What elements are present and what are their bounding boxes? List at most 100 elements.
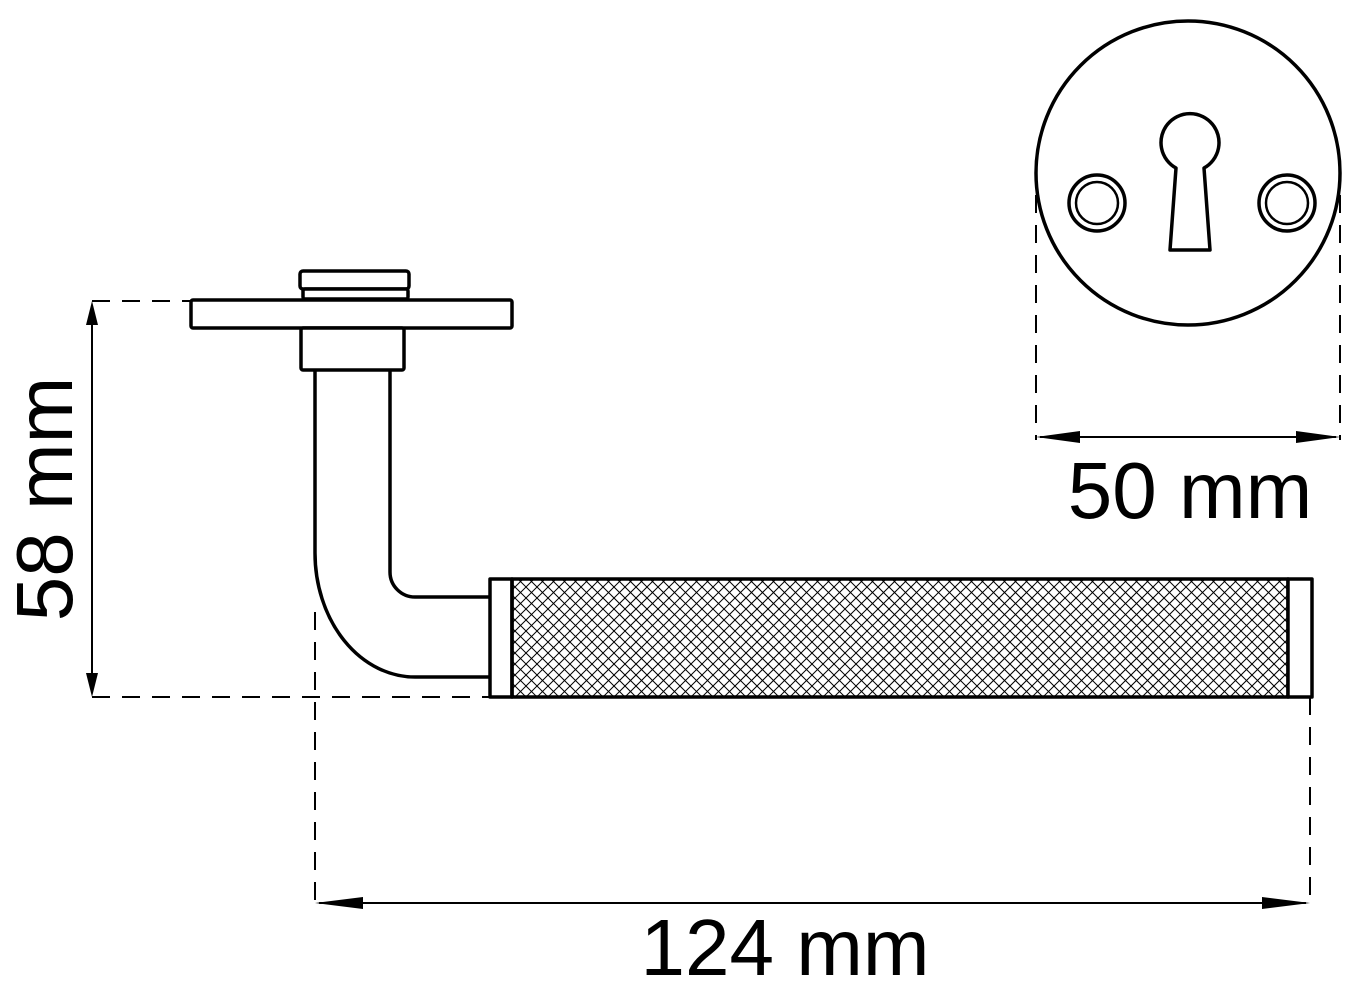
knurl-line bbox=[847, 578, 967, 698]
knurl-line bbox=[1196, 605, 1289, 698]
knurl-line bbox=[1152, 578, 1272, 698]
knurl-line bbox=[580, 578, 700, 698]
knurl-line bbox=[539, 578, 659, 698]
knurl-line bbox=[957, 578, 1077, 698]
knurl-line bbox=[547, 578, 667, 698]
handle-right-cap bbox=[1286, 577, 1314, 699]
knurl-line bbox=[715, 578, 835, 698]
knurl-line bbox=[888, 578, 1008, 698]
knurl-line bbox=[1218, 627, 1289, 698]
spindle-ring bbox=[301, 287, 410, 301]
spindle-cap bbox=[298, 269, 411, 291]
knurl-line bbox=[624, 578, 744, 698]
knurl-line bbox=[1221, 578, 1289, 646]
knurl-line bbox=[511, 578, 623, 690]
stem-outer bbox=[313, 370, 490, 679]
height-dimension: 58 mm bbox=[0, 300, 490, 698]
knurl-line bbox=[660, 578, 780, 698]
knurl-line bbox=[704, 578, 824, 698]
knurl-line bbox=[954, 578, 1074, 698]
knurl-line bbox=[511, 660, 549, 698]
knurl-line bbox=[1086, 578, 1206, 698]
knurl-line bbox=[679, 578, 799, 698]
knurl-line bbox=[836, 578, 956, 698]
knurl-line bbox=[657, 578, 777, 698]
screw-hole-left bbox=[1067, 173, 1127, 233]
knurl-line bbox=[511, 578, 601, 668]
knurl-line bbox=[1001, 578, 1121, 698]
knurl-line bbox=[1130, 578, 1250, 698]
knurl-line bbox=[1056, 578, 1176, 698]
knurl-line bbox=[613, 578, 733, 698]
knurl-line bbox=[511, 578, 535, 602]
knurl-line bbox=[1163, 578, 1283, 698]
knurl-line bbox=[789, 578, 909, 698]
knurl-line bbox=[811, 578, 931, 698]
knurl-line bbox=[1265, 578, 1289, 602]
knurl-line bbox=[511, 649, 560, 698]
knurl-line bbox=[569, 578, 689, 698]
knurl-line bbox=[671, 578, 791, 698]
knurl-line bbox=[528, 578, 648, 698]
length-dimension: 124 mm bbox=[314, 612, 1311, 992]
knurl-line bbox=[511, 578, 590, 657]
knurl-line bbox=[511, 578, 546, 613]
knurl-line bbox=[1229, 638, 1289, 698]
knurl-line bbox=[511, 682, 527, 698]
knurl-line bbox=[792, 578, 912, 698]
knurl-line bbox=[767, 578, 887, 698]
knurl-line bbox=[987, 578, 1107, 698]
knurl-line bbox=[1177, 578, 1289, 690]
knurl-line bbox=[965, 578, 1085, 698]
knurl-line bbox=[1254, 578, 1289, 613]
keyhole bbox=[1159, 111, 1221, 252]
knurl-line bbox=[1067, 578, 1187, 698]
knurl-line bbox=[668, 578, 788, 698]
arrow-head-left bbox=[315, 897, 363, 909]
knurl-line bbox=[1262, 671, 1289, 698]
knurl-line bbox=[1240, 649, 1289, 698]
knurl-line bbox=[734, 578, 854, 698]
knurl-line bbox=[1009, 578, 1129, 698]
knurl-line bbox=[822, 578, 942, 698]
knurl-line bbox=[511, 578, 568, 635]
knurl-line bbox=[1111, 578, 1231, 698]
knurl-line bbox=[511, 638, 571, 698]
knurl-line bbox=[511, 627, 582, 698]
knurl-line bbox=[745, 578, 865, 698]
knurl-line bbox=[737, 578, 857, 698]
knurl-line bbox=[712, 578, 832, 698]
knurl-line bbox=[1199, 578, 1289, 668]
knurl-line bbox=[858, 578, 978, 698]
arrow-head-left bbox=[1036, 431, 1080, 443]
rose-plate bbox=[189, 298, 514, 330]
knurl-line bbox=[1174, 583, 1289, 698]
knurl-line bbox=[558, 578, 678, 698]
knurl-line bbox=[682, 578, 802, 698]
knurl-line bbox=[1042, 578, 1162, 698]
knurl-line bbox=[627, 578, 747, 698]
knurl-line bbox=[1155, 578, 1275, 698]
arrow-head-up bbox=[86, 301, 98, 325]
knurl-line bbox=[1207, 616, 1289, 698]
knurl-line bbox=[511, 605, 604, 698]
knurl-line bbox=[877, 578, 997, 698]
knurl-line bbox=[913, 578, 1033, 698]
knurl-line bbox=[921, 578, 1041, 698]
knurl-line bbox=[1210, 578, 1289, 657]
knurl-line bbox=[891, 578, 1011, 698]
knurl-line bbox=[1053, 578, 1173, 698]
knurl-line bbox=[1034, 578, 1154, 698]
length-label: 124 mm bbox=[641, 903, 930, 992]
knurl-line bbox=[1020, 578, 1140, 698]
knurl-line bbox=[591, 578, 711, 698]
knurl-line bbox=[1232, 578, 1289, 635]
knurl-line bbox=[748, 578, 868, 698]
knurl-line bbox=[1185, 594, 1289, 698]
knurl-line bbox=[1243, 578, 1289, 624]
knurl-line bbox=[814, 578, 934, 698]
knurl-line bbox=[1122, 578, 1242, 698]
knurl-line bbox=[1251, 660, 1289, 698]
knurl-line bbox=[1276, 578, 1289, 591]
knurl-line bbox=[833, 578, 953, 698]
